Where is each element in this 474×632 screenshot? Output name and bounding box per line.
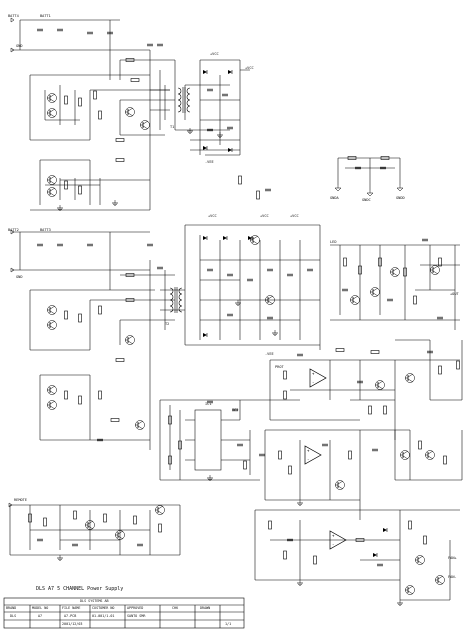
label-t1: T1 <box>170 125 175 129</box>
tb-model-header: MODEL NO <box>32 606 49 610</box>
remote-block <box>9 504 181 556</box>
protection-components <box>278 440 447 506</box>
label-remote: REMOTE <box>14 498 27 502</box>
tb-sheet-number: 1/1 <box>225 622 232 626</box>
label-batt2: BATT2 <box>8 228 19 232</box>
label-gndc: GNDC <box>362 198 371 202</box>
lower-supply-block <box>12 224 321 450</box>
fan-block <box>254 509 460 601</box>
ground-reference-components <box>334 156 404 197</box>
label-vcc3: +VCC <box>208 214 217 218</box>
tb-brand-header: BRAND <box>6 606 17 610</box>
tb-approved-value: SANTO SMR <box>127 614 146 618</box>
tb-file-header: FILE NAME <box>62 606 81 610</box>
remote-components <box>8 502 165 561</box>
label-vcc1: +VCC <box>210 52 219 56</box>
tb-brand-value: DLS <box>10 614 17 618</box>
tb-model-value: A7 <box>38 614 43 618</box>
ground-reference-block <box>337 157 401 190</box>
label-fan2: FAN- <box>448 575 457 579</box>
control-ic-components <box>168 400 266 481</box>
label-vcc4: +VCC <box>260 214 269 218</box>
label-gnd1: GND <box>16 44 23 48</box>
tb-customer-value: 01-001/1-01 <box>92 614 115 618</box>
protection-block <box>264 429 463 520</box>
tb-date-value: 2001/12/03 <box>62 622 83 626</box>
label-vee1: -VEE <box>205 160 214 164</box>
tb-file-value: A7.PCB <box>64 614 77 618</box>
tb-drawn-header: DRAWN <box>200 606 211 610</box>
label-vcc5: +VCC <box>290 214 299 218</box>
label-vcc2: +VCC <box>245 66 254 70</box>
label-ic2: IC2 <box>232 408 239 412</box>
label-t2: T2 <box>165 322 170 326</box>
control-ic-block <box>159 399 300 481</box>
label-out: +OUT <box>450 292 459 296</box>
title-block-header: DLS SYSTEMS AB <box>80 599 109 603</box>
tb-approved-header: APPROVED <box>127 606 144 610</box>
label-gnda: GNDA <box>330 196 339 200</box>
title-block-frame <box>3 597 245 629</box>
label-batt1: BATT1 <box>40 14 51 18</box>
fan-components <box>268 520 445 606</box>
driver-block <box>269 244 463 440</box>
label-fan: FAN+ <box>448 556 457 560</box>
tb-customer-header: CUSTOMER NO <box>92 606 115 610</box>
upper-supply-block <box>12 19 250 211</box>
driver-components <box>283 238 460 415</box>
upper-components <box>10 17 272 211</box>
tb-chk-header: CHK <box>172 606 179 610</box>
label-led: LED <box>330 240 337 244</box>
label-gndd: GNDD <box>396 196 405 200</box>
label-batt3: BATT3 <box>40 228 51 232</box>
label-prot: PROT <box>275 365 284 369</box>
label-ic1: IC1 <box>205 402 212 406</box>
sheet-title: DLS A7 5 CHANNEL Power Supply <box>36 586 124 592</box>
label-batt4: BATT4 <box>8 14 19 18</box>
label-gnd2: GND <box>16 275 23 279</box>
label-vee2: -VEE <box>265 352 274 356</box>
lower-components <box>10 229 314 442</box>
